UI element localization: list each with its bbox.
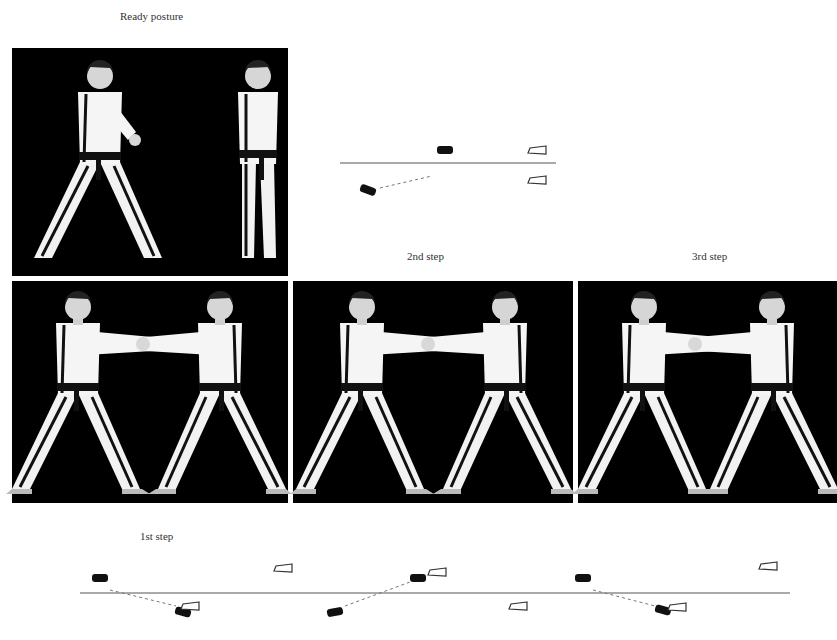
step-label: 1st step: [138, 530, 175, 542]
step-label: Ready posture: [118, 10, 185, 22]
step-label-text: 2nd step: [405, 250, 446, 262]
step-label: 3rd step: [690, 250, 729, 262]
step-label-text: 1st step: [138, 530, 175, 542]
step-label: 2nd step: [405, 250, 446, 262]
step-label-text: Ready posture: [118, 10, 185, 22]
step-label-text: 3rd step: [690, 250, 729, 262]
